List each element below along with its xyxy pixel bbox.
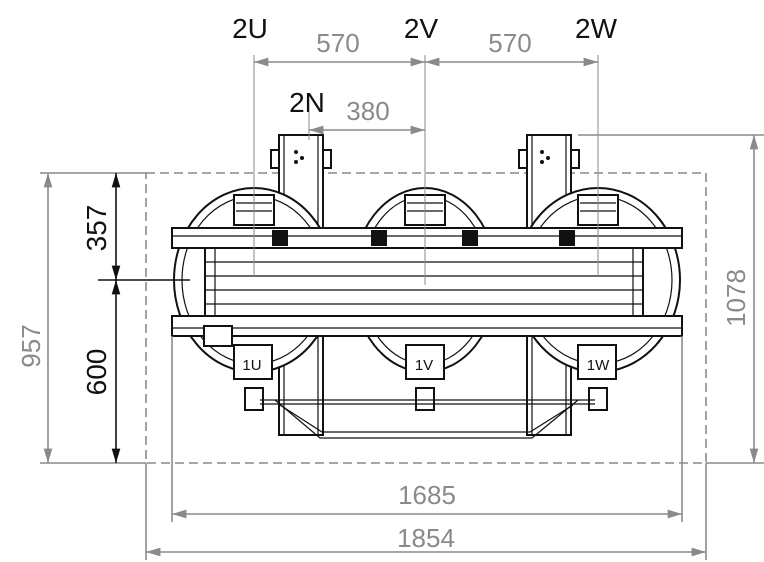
dim-label-600: 600	[81, 349, 112, 396]
dim-label-570-right: 570	[488, 28, 531, 58]
dim-label-957: 957	[16, 324, 46, 367]
dim-label-1854: 1854	[397, 523, 455, 553]
label-1w: 1W	[587, 357, 610, 374]
label-2n: 2N	[289, 87, 325, 118]
envelope-outline	[145, 172, 707, 464]
label-1u: 1U	[242, 357, 261, 374]
dim-label-357: 357	[81, 205, 112, 252]
dim-label-1685: 1685	[398, 480, 456, 510]
label-1v: 1V	[415, 357, 433, 374]
label-2w: 2W	[575, 13, 618, 44]
label-2v: 2V	[404, 13, 439, 44]
core	[204, 247, 644, 317]
terminal-box	[203, 325, 233, 347]
bottom-beam	[171, 315, 683, 337]
top-beam	[171, 227, 683, 249]
label-2u: 2U	[232, 13, 268, 44]
dim-label-570-left: 570	[316, 28, 359, 58]
dim-label-380: 380	[346, 96, 389, 126]
base-frame	[260, 399, 595, 439]
dim-label-1078: 1078	[721, 269, 751, 327]
